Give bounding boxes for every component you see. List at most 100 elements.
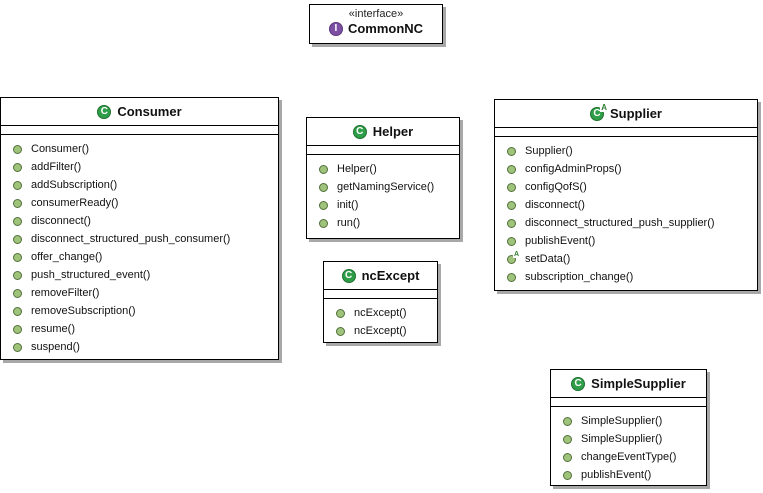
member-row[interactable]: disconnect() xyxy=(495,196,757,214)
member-label: setData() xyxy=(525,253,571,265)
method-icon xyxy=(13,234,22,244)
method-icon xyxy=(563,470,572,480)
method-icon xyxy=(13,324,22,334)
class-box-simplesupplier[interactable]: C SimpleSupplier SimpleSupplier()SimpleS… xyxy=(550,369,707,486)
method-icon xyxy=(319,164,328,174)
method-icon xyxy=(336,308,345,318)
member-row[interactable]: removeFilter() xyxy=(1,284,278,302)
class-box-ncexcept[interactable]: C ncExcept ncExcept() ncExcept() xyxy=(323,261,438,343)
method-icon xyxy=(13,342,22,352)
class-name: Supplier xyxy=(609,106,662,121)
members-list: Supplier()configAdminProps()configQofS()… xyxy=(495,137,757,290)
method-icon xyxy=(336,326,345,336)
member-row[interactable]: run() xyxy=(307,214,459,232)
member-row[interactable]: offer_change() xyxy=(1,248,278,266)
member-row[interactable]: disconnect_structured_push_supplier() xyxy=(495,214,757,232)
abstract-marker: A xyxy=(600,102,608,112)
class-name: SimpleSupplier xyxy=(591,376,686,391)
class-name: Helper xyxy=(372,124,414,139)
method-icon xyxy=(507,200,516,210)
member-row[interactable]: resume() xyxy=(1,320,278,338)
member-label: ncExcept() xyxy=(354,307,407,319)
class-icon: C xyxy=(352,124,367,139)
class-box-commonnc[interactable]: «interface» I CommonNC xyxy=(309,4,443,44)
class-box-consumer[interactable]: C Consumer Consumer() addFilter() addSubsc… xyxy=(0,97,279,360)
member-row[interactable]: SimpleSupplier() xyxy=(551,430,706,448)
member-label: publishEvent() xyxy=(581,469,652,481)
member-row[interactable]: disconnect() xyxy=(1,212,278,230)
member-label: push_structured_event() xyxy=(31,269,151,281)
member-label: addSubscription() xyxy=(31,179,118,191)
method-icon xyxy=(563,416,572,426)
member-row[interactable]: removeSubscription() xyxy=(1,302,278,320)
member-label: removeFilter() xyxy=(31,287,100,299)
member-row[interactable]: disconnect_structured_push_consumer() xyxy=(1,230,278,248)
member-row[interactable]: ncExcept() xyxy=(324,304,437,322)
member-label: SimpleSupplier() xyxy=(581,433,663,445)
member-label: init() xyxy=(337,199,359,211)
method-icon xyxy=(319,218,328,228)
class-icon-letter: C xyxy=(344,269,353,281)
member-row[interactable]: configQofS() xyxy=(495,178,757,196)
class-header[interactable]: C Consumer xyxy=(1,98,278,126)
stereotype-label: «interface» xyxy=(348,8,404,20)
member-row[interactable]: changeEventType() xyxy=(551,448,706,466)
member-row[interactable]: push_structured_event() xyxy=(1,266,278,284)
class-header: I CommonNC xyxy=(310,21,442,36)
method-icon xyxy=(13,180,22,190)
member-label: consumerReady() xyxy=(31,197,119,209)
class-header[interactable]: C SimpleSupplier xyxy=(551,370,706,398)
class-header[interactable]: C A Supplier xyxy=(495,100,757,128)
member-row[interactable]: publishEvent() xyxy=(551,466,706,484)
class-name: CommonNC xyxy=(347,21,424,36)
member-row[interactable]: publishEvent() xyxy=(495,232,757,250)
member-label: Helper() xyxy=(337,163,377,175)
member-row[interactable]: Helper() xyxy=(307,160,459,178)
class-icon-letter: C xyxy=(100,105,108,117)
member-row[interactable]: addFilter() xyxy=(1,158,278,176)
member-row[interactable]: SimpleSupplier() xyxy=(551,412,706,430)
members-list: Consumer() addFilter() addSubscription() co… xyxy=(1,135,278,360)
member-row[interactable]: ncExcept() xyxy=(324,322,437,340)
member-row[interactable]: init() xyxy=(307,196,459,214)
member-row[interactable]: configAdminProps() xyxy=(495,160,757,178)
class-box-supplier[interactable]: C A Supplier Supplier()configAdminProps(… xyxy=(494,99,758,291)
class-icon-letter: C xyxy=(356,125,364,137)
member-row[interactable]: Supplier() xyxy=(495,142,757,160)
method-icon xyxy=(319,200,328,210)
fields-compartment xyxy=(307,146,459,155)
fields-compartment xyxy=(551,398,706,407)
member-row[interactable]: subscription_change() xyxy=(495,268,757,286)
member-label: disconnect() xyxy=(31,215,91,227)
member-row[interactable]: getNamingService() xyxy=(307,178,459,196)
member-row[interactable]: Consumer() xyxy=(1,140,278,158)
member-label: run() xyxy=(337,217,361,229)
class-icon-letter: C xyxy=(574,377,582,389)
class-header[interactable]: C Helper xyxy=(307,118,459,146)
class-header[interactable]: C ncExcept xyxy=(324,262,437,290)
class-box-helper[interactable]: C Helper Helper() getNamingService() init(… xyxy=(306,117,460,239)
member-row[interactable]: addSubscription() xyxy=(1,176,278,194)
fields-compartment xyxy=(495,128,757,137)
method-icon xyxy=(13,162,22,172)
member-row[interactable]: consumerReady() xyxy=(1,194,278,212)
member-row[interactable]: suspend() xyxy=(1,338,278,356)
fields-compartment xyxy=(324,290,437,299)
member-label: resume() xyxy=(31,323,76,335)
class-icon: C xyxy=(341,268,356,283)
member-label: publishEvent() xyxy=(525,235,596,247)
method-icon xyxy=(507,164,516,174)
member-label: addFilter() xyxy=(31,161,82,173)
members-list: ncExcept() ncExcept() xyxy=(324,299,437,344)
member-label: ncExcept() xyxy=(354,325,407,337)
method-icon xyxy=(563,434,572,444)
member-label: disconnect_structured_push_supplier() xyxy=(525,217,715,229)
method-icon xyxy=(507,146,516,156)
abstract-marker: A xyxy=(512,250,520,258)
member-label: changeEventType() xyxy=(581,451,677,463)
method-icon xyxy=(13,198,22,208)
method-icon xyxy=(319,182,328,192)
members-list: SimpleSupplier() SimpleSupplier() changeEv… xyxy=(551,407,706,488)
method-icon xyxy=(13,144,22,154)
